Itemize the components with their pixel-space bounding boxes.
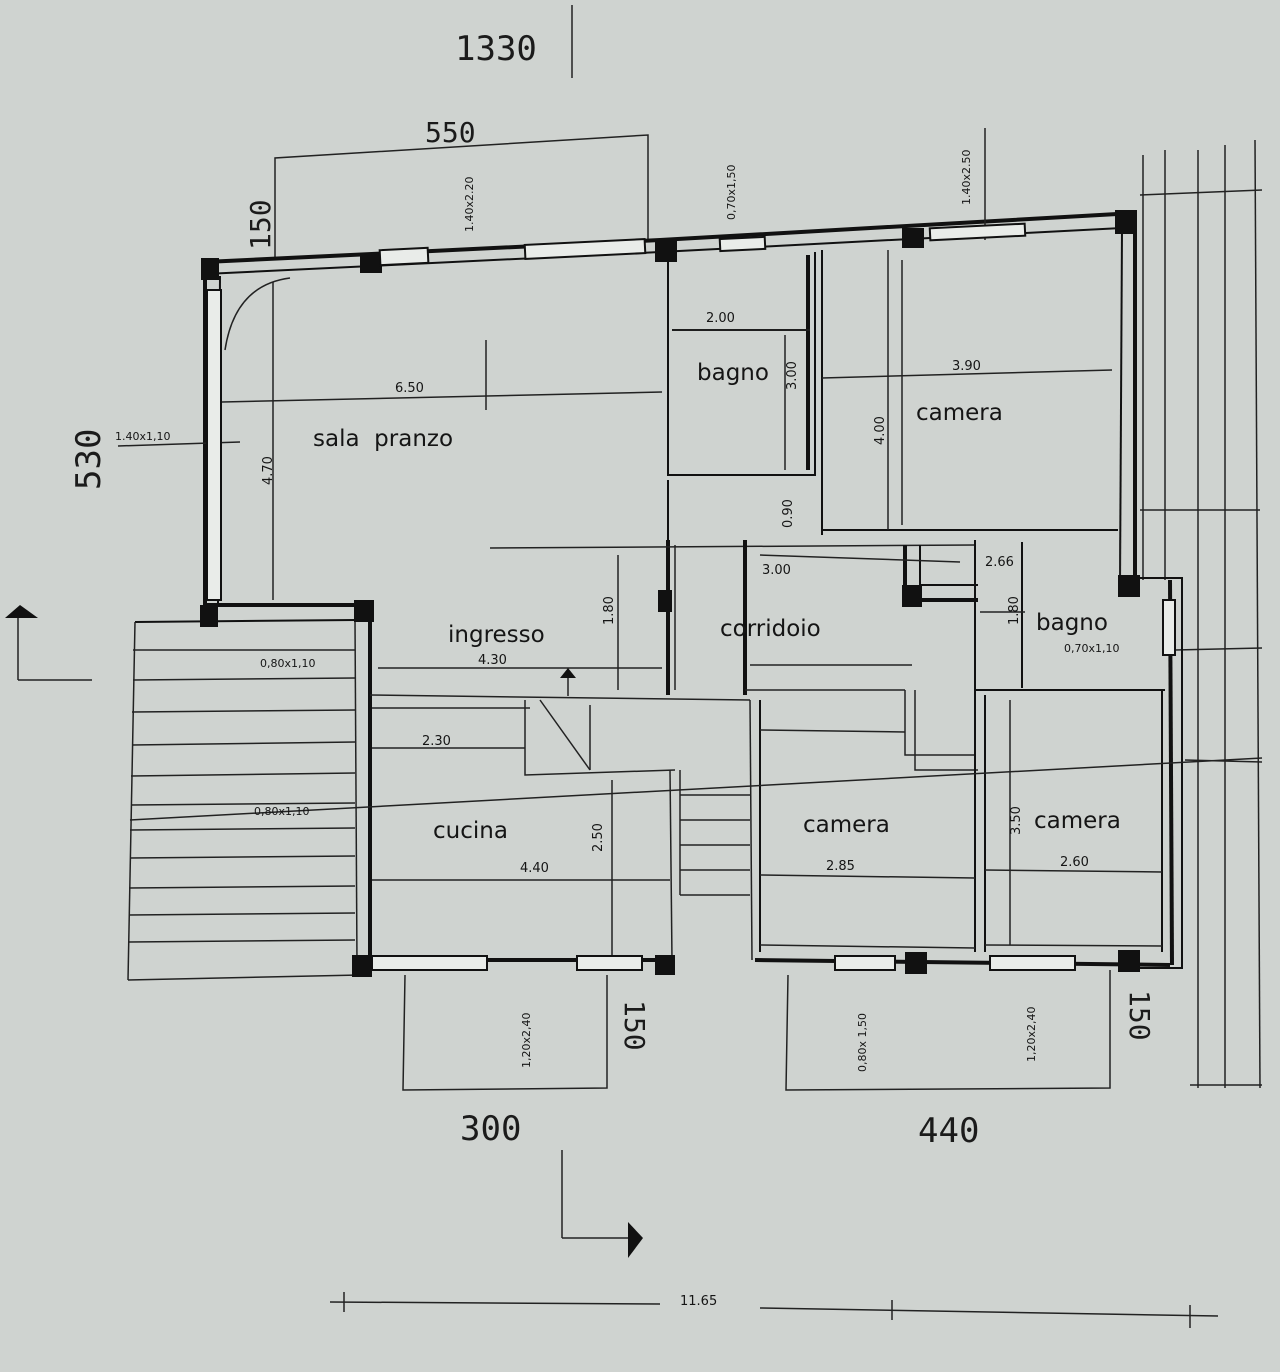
room-label-camera-right: camera — [1034, 808, 1121, 834]
dim-cucina-small: 2.30 — [422, 734, 451, 749]
room-label-camera-mid: camera — [803, 812, 890, 838]
window-label-stairs: 0,80x1,10 — [260, 657, 316, 670]
window-label-top-bagno: 0,70x1,50 — [725, 165, 738, 221]
dim-sala-height: 4.70 — [261, 456, 276, 485]
bottom-balconies — [402, 970, 1111, 1091]
section-marker-left — [5, 605, 92, 681]
ingresso-arrow — [560, 668, 576, 678]
entry-door-swing — [224, 277, 291, 351]
window-label-top-camera: 1.40x2.50 — [960, 150, 973, 206]
handwritten-annotations: 1330 550 150 530 300 440 150 150 11.65 — [69, 29, 1156, 1309]
dim-bagno-right-width: 2.66 — [985, 555, 1014, 570]
dim-camera-right-height: 3.50 — [1009, 806, 1024, 835]
section-marker-bottom — [561, 1150, 643, 1258]
hand-cucina-balcony-depth: 150 — [618, 1000, 651, 1051]
room-label-bagno-right: bagno — [1036, 610, 1108, 636]
room-label-corridoio: corridoio — [720, 616, 821, 642]
hand-overall-width: 11.65 — [680, 1294, 717, 1309]
room-label-cucina: cucina — [433, 818, 508, 844]
left-stair-treads — [128, 619, 358, 966]
room-labels: sala pranzo bagno camera ingresso corrid… — [313, 360, 1121, 844]
windows — [206, 222, 1176, 971]
window-labels: 1.40x1,10 1.40x2.20 0,70x1,50 1.40x2.50 … — [115, 150, 1120, 1073]
dim-ingresso-height: 1.80 — [602, 596, 617, 625]
dimension-labels: 6.50 4.70 2.00 3.00 3.90 4.00 0.90 3.00 … — [261, 311, 1089, 876]
window-label-top-terrace: 1.40x2.20 — [463, 177, 476, 233]
dim-cucina-height: 2.50 — [591, 823, 606, 852]
window-label-camera-mid-bottom: 0,80x 1,50 — [856, 1013, 869, 1072]
dim-corridoio-width: 3.00 — [762, 563, 791, 578]
room-label-ingresso: ingresso — [448, 622, 545, 648]
exterior-walls — [127, 211, 1183, 981]
hand-terrace-depth: 150 — [244, 199, 277, 250]
hand-camera-balcony-depth: 150 — [1123, 990, 1156, 1041]
room-label-camera-top: camera — [916, 400, 1003, 426]
hand-top-total: 1330 — [455, 29, 537, 69]
dim-ingresso-width: 4.30 — [478, 653, 507, 668]
hand-cucina-balcony-width: 300 — [460, 1109, 521, 1149]
window-label-bagno-right: 0,70x1,10 — [1064, 642, 1120, 655]
window-label-stairs-lower: 0,80x1,10 — [254, 805, 310, 818]
room-label-bagno-top: bagno — [697, 360, 769, 386]
window-label-camera-right-bottom: 1,20x2,40 — [1025, 1007, 1038, 1063]
window-label-cucina-bottom: 1,20x2,40 — [520, 1013, 533, 1069]
dim-camera-right-width: 2.60 — [1060, 855, 1089, 870]
dim-camera-top-height: 4.00 — [873, 416, 888, 445]
dim-camera-top-width: 3.90 — [952, 359, 981, 374]
dim-sala-width: 6.50 — [395, 381, 424, 396]
dim-bagno-top-width: 2.00 — [706, 311, 735, 326]
window-label-left: 1.40x1,10 — [115, 430, 171, 443]
hand-left-side: 530 — [69, 429, 109, 490]
pillars — [200, 210, 1140, 977]
dim-bagno-right-height: 1.80 — [1007, 596, 1022, 625]
hand-terrace-width: 550 — [425, 116, 476, 149]
dim-camera-mid-width: 2.85 — [826, 859, 855, 874]
top-terrace — [274, 5, 649, 258]
dim-bagno-top-height: 3.00 — [785, 361, 800, 390]
dim-corridor-gap: 0.90 — [781, 499, 796, 528]
dimension-lines — [117, 128, 1025, 955]
right-ramp-lines — [1139, 139, 1263, 1089]
room-label-sala-pranzo: sala pranzo — [313, 426, 453, 452]
hand-camera-balcony-width: 440 — [918, 1111, 979, 1151]
dim-cucina-width: 4.40 — [520, 861, 549, 876]
overall-width-line — [329, 1292, 1219, 1328]
